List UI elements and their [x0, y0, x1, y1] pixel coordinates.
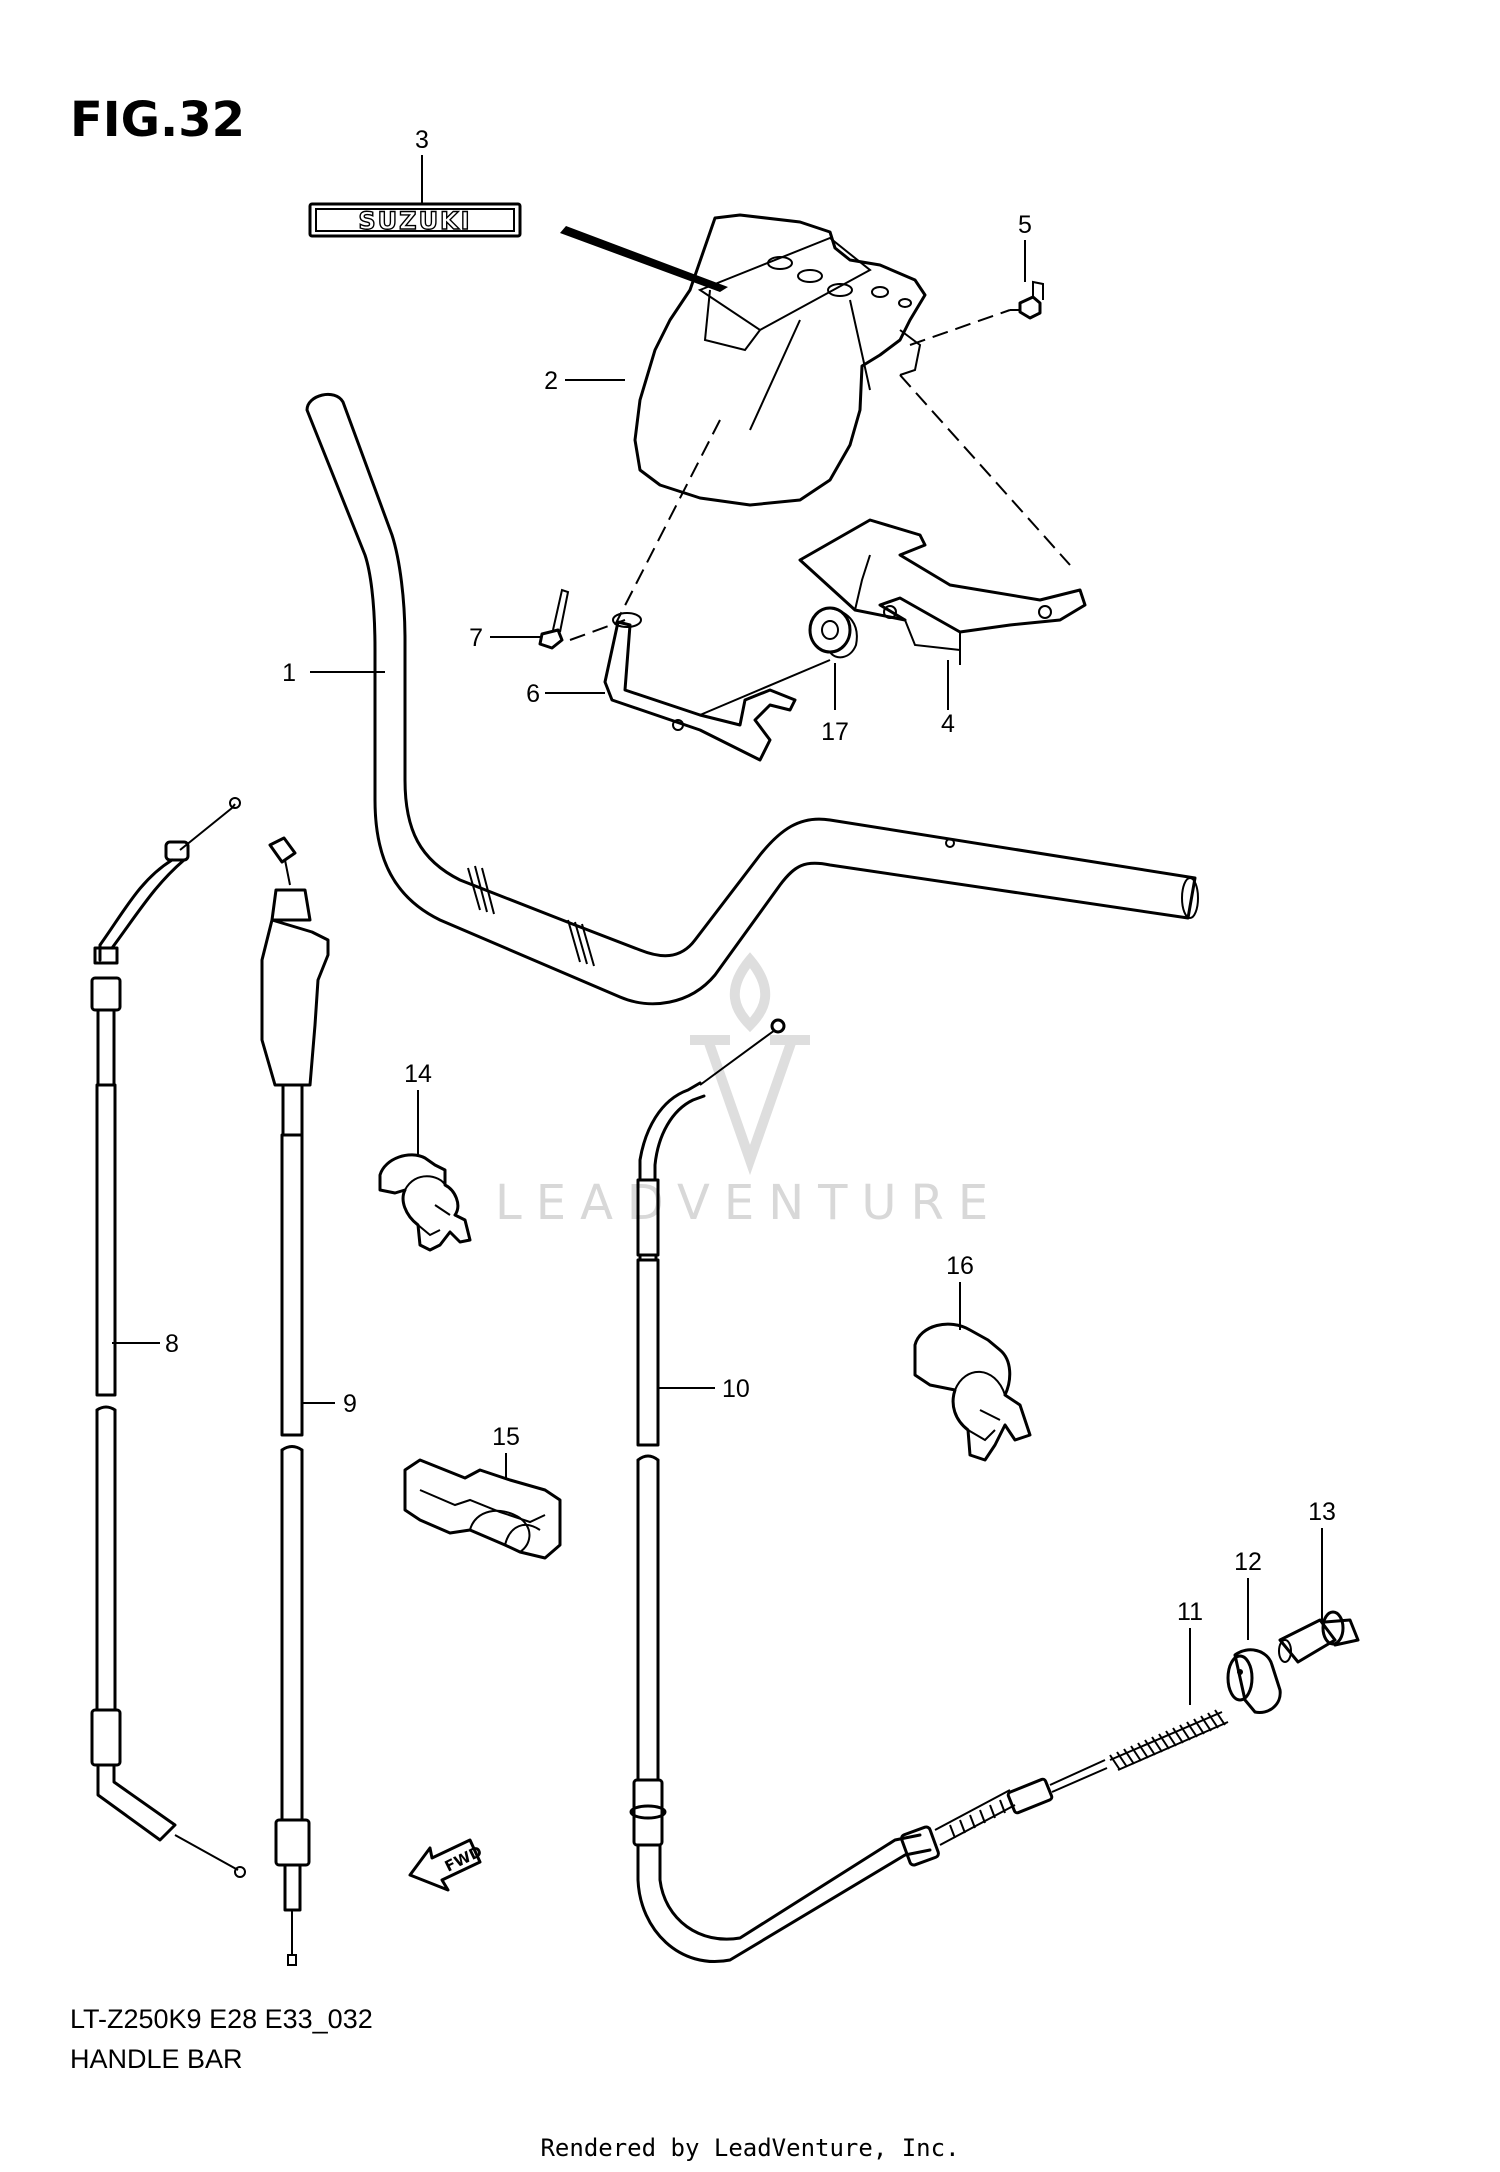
forward-arrow-icon: FWD: [408, 1838, 485, 1892]
diagram-code: LT-Z250K9 E28 E33_032: [70, 2004, 373, 2034]
handlebar-cover-part-2[interactable]: [633, 213, 927, 507]
assembly-line: [909, 309, 1011, 346]
callout-labels: 1 2 3 4 5 6 7 8 9 10 11 12 13 14 15 16 1…: [165, 126, 1336, 1626]
callout-4[interactable]: 4: [941, 710, 955, 738]
cable-clamp-part-16[interactable]: [913, 1322, 1032, 1462]
screw-part-7[interactable]: [538, 588, 570, 650]
wire-clip-part-15[interactable]: [403, 1458, 562, 1560]
callout-7[interactable]: 7: [469, 624, 483, 652]
rendered-by-footer: Rendered by LeadVenture, Inc.: [540, 2134, 960, 2162]
cover-bracket-part-4[interactable]: [798, 518, 1087, 665]
grommet-part-17[interactable]: [808, 606, 858, 659]
callout-15[interactable]: 15: [492, 1423, 520, 1451]
spring-part-11[interactable]: [1109, 1709, 1229, 1771]
watermark-text: LEADVENTURE: [495, 1175, 1003, 1231]
cable-clamp-part-14[interactable]: [378, 1153, 472, 1252]
callout-11[interactable]: 11: [1177, 1598, 1203, 1626]
callout-12[interactable]: 12: [1234, 1548, 1262, 1576]
callout-5[interactable]: 5: [1018, 211, 1032, 239]
emblem-pointer: [560, 226, 728, 292]
assembly-line: [569, 619, 626, 641]
joint-pin-part-13[interactable]: [1278, 1610, 1360, 1664]
emblem-text: SUZUKI: [358, 207, 471, 235]
throttle-cable-part-9[interactable]: [260, 836, 330, 1966]
suzuki-emblem-part-3[interactable]: SUZUKI: [308, 202, 522, 238]
callout-6[interactable]: 6: [526, 680, 540, 708]
cable-part-8[interactable]: [90, 797, 246, 1878]
diagram-name: HANDLE BAR: [70, 2044, 243, 2074]
callout-14[interactable]: 14: [404, 1060, 432, 1088]
figure-title: FIG.32: [70, 92, 246, 148]
assembly-line: [899, 374, 1071, 566]
callout-1[interactable]: 1: [282, 659, 296, 687]
callout-13[interactable]: 13: [1308, 1498, 1336, 1526]
handlebar-part-1[interactable]: [305, 392, 1199, 1006]
bolt-part-5[interactable]: [1010, 280, 1044, 320]
callout-16[interactable]: 16: [946, 1252, 974, 1280]
brake-cable-part-10[interactable]: [629, 1018, 1108, 1963]
callout-2[interactable]: 2: [544, 367, 558, 395]
watermark-logo: [690, 952, 810, 1176]
callout-3[interactable]: 3: [415, 126, 429, 154]
callout-10[interactable]: 10: [722, 1375, 750, 1403]
lower-bracket-part-6[interactable]: [603, 612, 831, 762]
assembly-line: [614, 419, 721, 626]
callout-8[interactable]: 8: [165, 1330, 179, 1358]
callout-9[interactable]: 9: [343, 1390, 357, 1418]
leader-lines: [112, 155, 1323, 1705]
callout-17[interactable]: 17: [821, 718, 849, 746]
nut-part-12[interactable]: [1226, 1648, 1282, 1715]
